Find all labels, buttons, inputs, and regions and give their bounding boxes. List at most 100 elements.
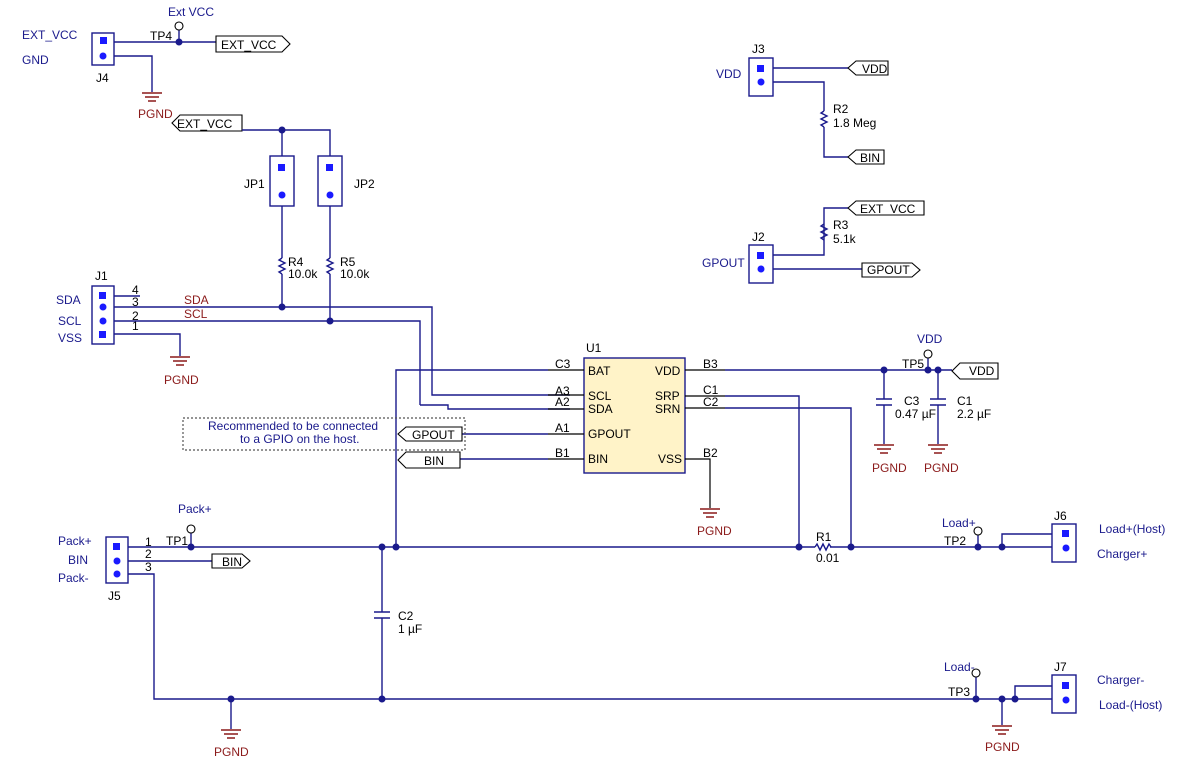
j5-label-pack-minus: Pack- (58, 571, 89, 585)
svg-text:B1: B1 (555, 446, 570, 460)
svg-text:A1: A1 (555, 421, 570, 435)
tp5-label: VDD (917, 332, 943, 346)
ground-symbol-pack: PGND (214, 729, 249, 759)
connector-j4: EXT_VCC GND J4 (22, 28, 115, 85)
connector-j5: Pack+ BIN Pack- J5 1 2 3 (58, 534, 152, 603)
svg-text:B2: B2 (703, 446, 718, 460)
svg-text:to a GPIO on the host.: to a GPIO on the host. (240, 432, 359, 446)
flag-ext-vcc-mid: EXT_VCC (171, 114, 243, 132)
j1-ref: J1 (95, 269, 108, 283)
jumper-jp1: JP1 (244, 155, 295, 207)
svg-text:Recommended to be connected: Recommended to be connected (208, 419, 378, 433)
flag-gpout-j2: GPOUT (861, 262, 921, 278)
svg-text:C2: C2 (703, 395, 719, 409)
r4-ref: R4 (288, 255, 304, 269)
j1-label-scl: SCL (58, 314, 82, 328)
flag-bin-j5: BIN (211, 553, 251, 569)
j1-label-sda: SDA (56, 293, 81, 307)
j5-label-pack-plus: Pack+ (58, 534, 92, 548)
r5-ref: R5 (340, 255, 356, 269)
svg-text:PGND: PGND (138, 107, 173, 121)
j7-ref: J7 (1054, 660, 1067, 674)
jumper-jp2: JP2 (317, 155, 375, 207)
svg-text:3: 3 (132, 295, 139, 309)
flag-vdd-j3: VDD (847, 60, 889, 76)
j3-label: VDD (716, 67, 742, 81)
j6-ref: J6 (1054, 509, 1067, 523)
connector-j1: J1 SDA SCL VSS 4 3 2 1 (56, 269, 139, 345)
svg-text:BIN: BIN (860, 151, 880, 165)
svg-text:2: 2 (132, 309, 139, 323)
flag-ext-vcc-top: EXT_VCC (215, 35, 291, 53)
u1-ref: U1 (586, 341, 602, 355)
svg-text:JP2: JP2 (354, 177, 375, 191)
svg-text:PGND: PGND (214, 745, 249, 759)
svg-text:C1: C1 (703, 383, 719, 397)
svg-text:PGND: PGND (697, 524, 732, 538)
svg-text:EXT_VCC: EXT_VCC (221, 38, 277, 52)
j4-pin-label-ext-vcc: EXT_VCC (22, 28, 78, 42)
svg-text:SRN: SRN (655, 402, 680, 416)
ground-symbol-c3: PGND (872, 444, 907, 475)
tp1-label: Pack+ (178, 502, 212, 516)
tp5-ref: TP5 (902, 357, 924, 371)
svg-text:VDD: VDD (969, 364, 995, 378)
svg-text:EXT_VCC: EXT_VCC (177, 117, 233, 131)
svg-text:GPOUT: GPOUT (412, 428, 455, 442)
c1-ref: C1 (957, 394, 973, 408)
tp3-label: Load- (944, 660, 975, 674)
svg-text:SCL: SCL (588, 389, 612, 403)
svg-text:BIN: BIN (222, 555, 242, 569)
connector-j3: J3 VDD (716, 42, 774, 97)
c3-ref: C3 (904, 394, 920, 408)
svg-text:C3: C3 (555, 357, 571, 371)
flag-ext-vcc-j2: EXT_VCC (847, 200, 925, 216)
r5-value: 10.0k (340, 267, 370, 281)
flag-bin-j3: BIN (847, 149, 885, 165)
tp4-ref: TP4 (150, 29, 172, 43)
c2-value: 1 µF (398, 622, 422, 636)
j4-pin-label-gnd: GND (22, 53, 49, 67)
svg-text:VDD: VDD (655, 364, 681, 378)
ic-u1: U1 BAT SCL SDA GPOUT BIN VDD SRP SRN VSS… (555, 341, 719, 474)
c1-value: 2.2 µF (957, 407, 991, 421)
r1-value: 0.01 (816, 551, 840, 565)
j5-ref: J5 (108, 589, 121, 603)
j2-label: GPOUT (702, 256, 745, 270)
r1-ref: R1 (816, 530, 832, 544)
svg-text:3: 3 (145, 560, 152, 574)
svg-text:PGND: PGND (164, 373, 199, 387)
j6-label-load-plus: Load+(Host) (1099, 522, 1165, 536)
svg-text:BIN: BIN (424, 454, 444, 468)
flag-gpout-u1: GPOUT (397, 426, 463, 442)
j5-label-bin: BIN (68, 553, 88, 567)
ground-symbol-j1: PGND (164, 356, 199, 387)
tp4-label: Ext VCC (168, 5, 214, 19)
svg-text:EXT_VCC: EXT_VCC (860, 202, 916, 216)
tp3-ref: TP3 (948, 685, 970, 699)
r3-ref: R3 (833, 218, 849, 232)
c3-value: 0.47 µF (895, 407, 936, 421)
tp2-ref: TP2 (944, 534, 966, 548)
note-gpio: Recommended to be connected to a GPIO on… (182, 417, 466, 451)
j7-label-load-minus: Load-(Host) (1099, 698, 1162, 712)
j7-label-charger-minus: Charger- (1097, 673, 1144, 687)
j1-label-vss: VSS (58, 331, 82, 345)
svg-text:PGND: PGND (872, 461, 907, 475)
tp1-ref: TP1 (166, 534, 188, 548)
svg-text:PGND: PGND (924, 461, 959, 475)
connector-j2: J2 GPOUT (702, 230, 774, 284)
svg-text:A2: A2 (555, 395, 570, 409)
net-label-sda: SDA (184, 293, 209, 307)
ground-symbol-u1: PGND (697, 508, 732, 538)
tp2-label: Load+ (942, 516, 976, 530)
svg-text:1: 1 (145, 535, 152, 549)
j6-label-charger-plus: Charger+ (1097, 547, 1147, 561)
flag-bin-u1: BIN (397, 451, 461, 469)
ground-symbol-tp3: PGND (985, 725, 1020, 754)
connector-j7: J7 Charger- Load-(Host) (1051, 660, 1162, 714)
svg-text:BIN: BIN (588, 452, 608, 466)
r3-value: 5.1k (833, 232, 857, 246)
r2-value: 1.8 Meg (833, 116, 876, 130)
